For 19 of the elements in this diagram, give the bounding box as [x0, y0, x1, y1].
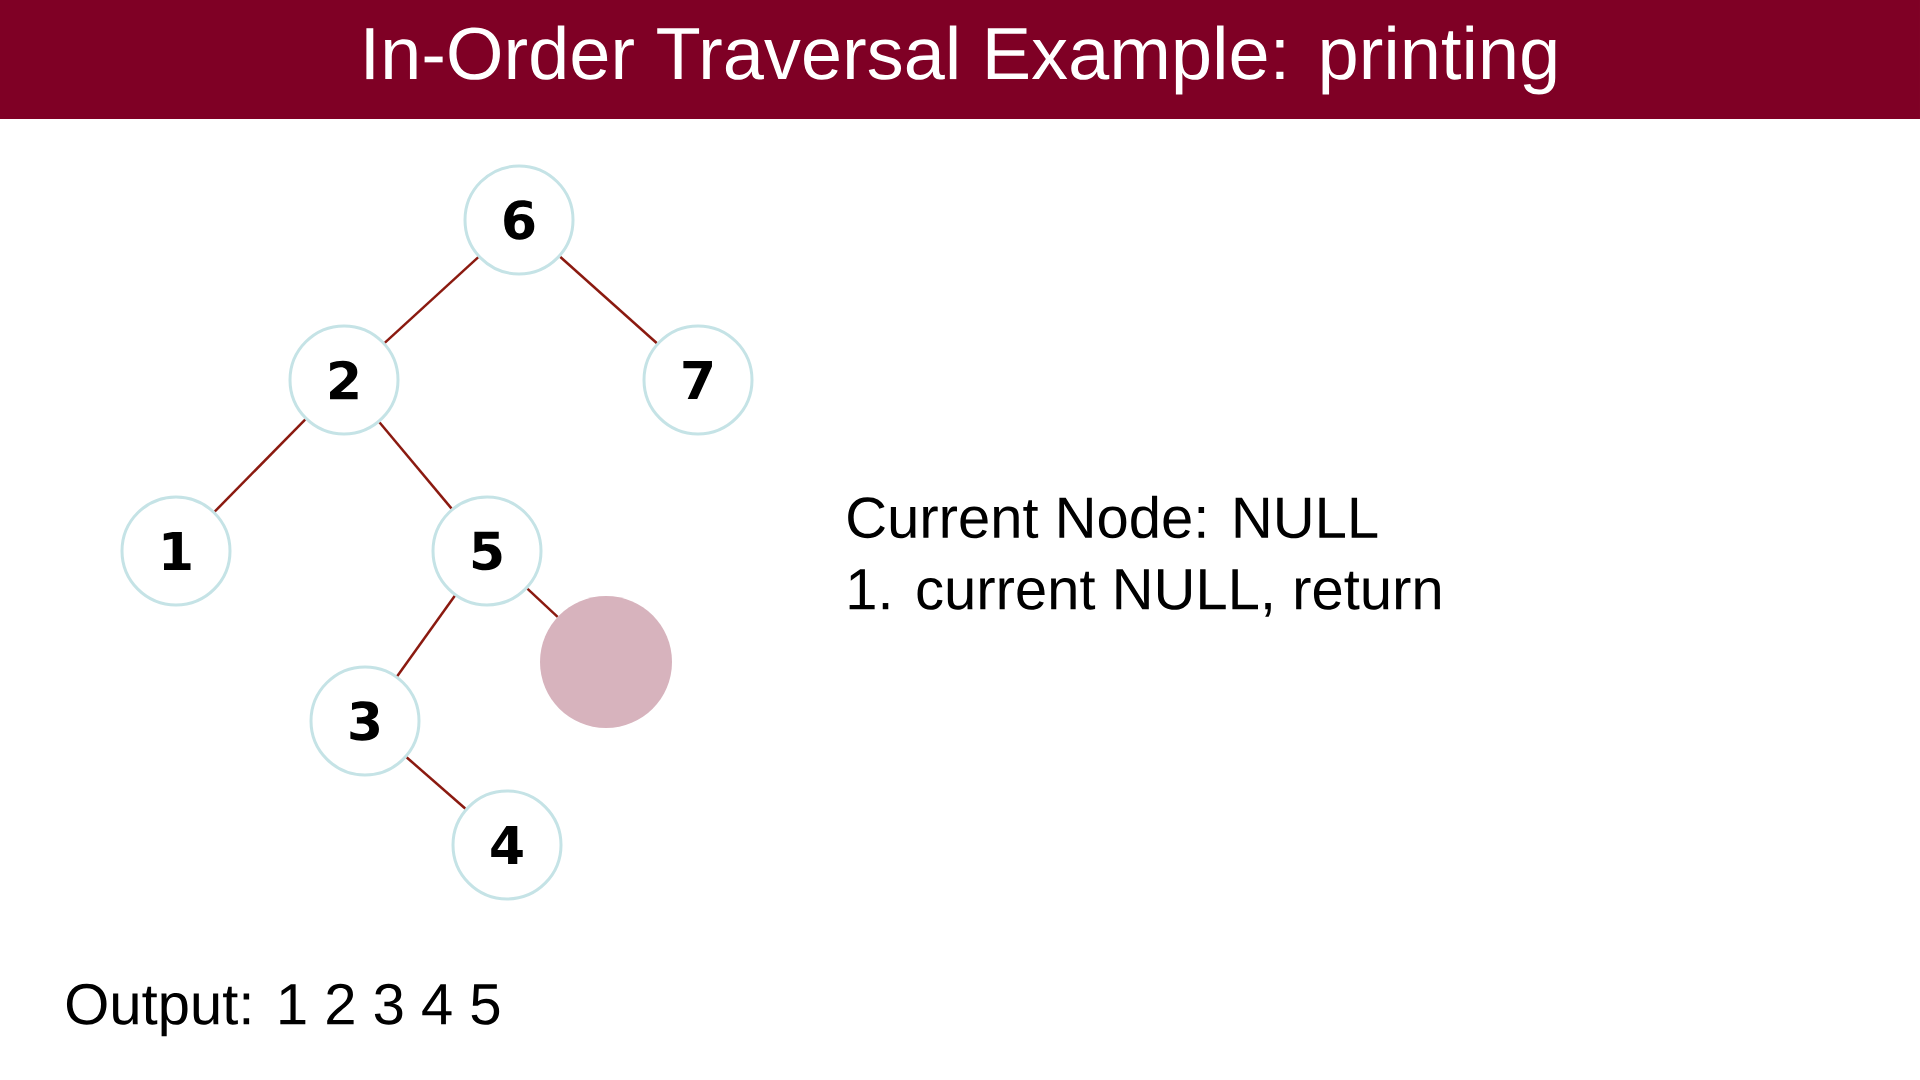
tree-edge: [526, 587, 559, 618]
tree-node: 1: [120, 495, 232, 607]
tree-node: 6: [463, 164, 575, 276]
tree-edge: [378, 421, 453, 510]
tree-edge: [214, 418, 306, 513]
tree-node: 2: [288, 324, 400, 436]
tree-edge: [559, 256, 658, 344]
tree-node: 3: [309, 665, 421, 777]
tree-edge: [396, 595, 456, 677]
output-text: Output: 1 2 3 4 5: [66, 983, 500, 1037]
tree-edge: [384, 256, 479, 344]
step-text: 1. current NULL, return: [849, 569, 1440, 617]
null-node: [540, 596, 672, 728]
tree-node: 4: [451, 789, 563, 901]
tree-node: 5: [431, 495, 543, 607]
status-text: Current Node: NULL: [848, 495, 1378, 539]
tree-edge: [406, 756, 467, 810]
tree-node: 7: [642, 324, 754, 436]
title-bar: In-Order Traversal Example: printing: [0, 0, 1920, 119]
